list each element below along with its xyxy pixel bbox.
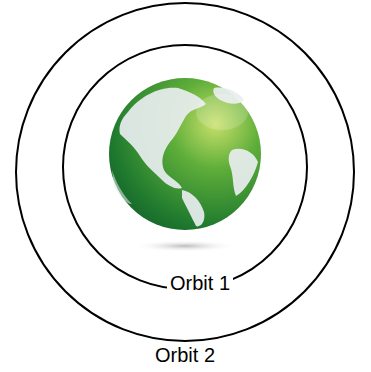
earth-shadow	[133, 240, 237, 252]
orbit-circle: Orbit 1	[62, 44, 308, 290]
orbit-ring	[16, 3, 354, 341]
orbit-label: Orbit 1	[167, 272, 233, 295]
continents	[112, 88, 258, 227]
orbit-ring	[63, 45, 307, 289]
globe-highlight	[196, 94, 248, 130]
orbit-outline	[62, 44, 308, 290]
orbit-circle: Orbit 2Orbit 1	[15, 2, 355, 342]
orbit-label: Orbit 2	[152, 344, 218, 367]
earth-globe	[109, 78, 261, 230]
